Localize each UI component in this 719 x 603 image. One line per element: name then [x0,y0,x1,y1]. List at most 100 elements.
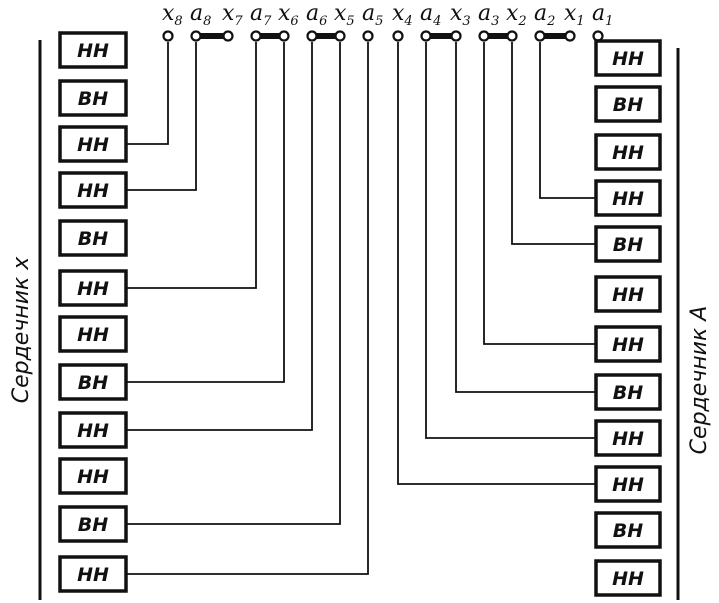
left-coil-label: ВН [78,514,108,536]
right-coil-label: НН [612,334,644,356]
left-coil-hv: ВН [58,219,128,257]
right-coil-label: ВН [613,520,643,542]
left-coil-box [58,505,128,543]
right-coil-label: НН [612,428,644,450]
terminal-x7: x7 [222,1,243,42]
wire-terminal-10 [455,42,596,393]
terminal-circle [392,30,404,42]
right-coil-box [594,419,662,457]
connection-wires [126,42,599,575]
right-coil-box [594,465,662,503]
terminal-x2: x2 [506,1,527,42]
terminal-circle [278,30,290,42]
right-coil-box [594,511,662,549]
right-coil-hv: ВН [594,85,662,123]
right-coil-hv: ВН [594,511,662,549]
terminal-circle [250,30,262,42]
terminal-circle [362,30,374,42]
left-coil-lv: НН [58,457,128,495]
right-coil-label: ВН [613,234,643,256]
terminal-label: x3 [450,1,471,29]
terminal-a8: a8 [190,1,211,42]
left-coil-lv: НН [58,171,128,209]
wire-terminal-6 [126,42,341,525]
right-core-label: Сердечник А [687,306,712,455]
right-coil-box [594,225,662,263]
left-coil-label: НН [77,40,109,62]
right-coil-hv: ВН [594,225,662,263]
terminal-circle [592,30,604,42]
right-coil-lv: НН [594,559,662,597]
terminal-label: a4 [420,1,441,29]
terminal-label: a2 [534,1,555,29]
right-coil-lv: НН [594,275,662,313]
right-coil-lv: НН [594,419,662,457]
left-coil-label: НН [77,324,109,346]
right-coil-label: НН [612,568,644,590]
left-coil-label: ВН [78,88,108,110]
left-coil-label: НН [77,564,109,586]
terminal-x1: x1 [564,1,585,42]
terminal-label: x2 [506,1,527,29]
terminal-label: a8 [190,1,211,29]
terminal-x5: x5 [334,1,355,42]
terminal-circle [190,30,202,42]
left-coil-box [58,457,128,495]
terminal-circle [222,30,234,42]
right-coil-label: НН [612,142,644,164]
left-coil-label: НН [77,278,109,300]
left-coil-box [58,171,128,209]
right-coil-label: НН [612,284,644,306]
left-coil-label: НН [77,134,109,156]
terminal-circle [334,30,346,42]
wire-terminal-8 [397,42,596,485]
terminal-a5: a5 [362,1,383,42]
right-coil-box [594,559,662,597]
terminal-x6: x6 [278,1,299,42]
left-coil-lv: НН [58,125,128,163]
right-core-coils: НН ВН НН НН ВН НН НН ВН НН НН ВН НН [594,39,662,597]
right-coil-label: НН [612,474,644,496]
terminal-circle [306,30,318,42]
right-coil-label: НН [612,48,644,70]
left-coil-label: НН [77,466,109,488]
right-coil-box [594,39,662,77]
terminal-label: x4 [392,1,413,29]
terminal-a3: a3 [478,1,499,42]
right-coil-label: ВН [613,382,643,404]
terminal-circle [506,30,518,42]
terminal-label: x7 [222,1,243,29]
right-coil-lv: НН [594,133,662,171]
terminal-label: x1 [564,1,585,29]
terminal-circle [450,30,462,42]
wire-terminal-3 [126,42,257,289]
right-coil-label: ВН [613,94,643,116]
right-coil-label: НН [612,188,644,210]
left-coil-lv: НН [58,269,128,307]
left-coil-box [58,125,128,163]
right-coil-lv: НН [594,325,662,363]
left-coil-label: НН [77,420,109,442]
core-lines [38,40,680,600]
terminal-x3: x3 [450,1,471,42]
terminal-circle [162,30,174,42]
left-coil-hv: ВН [58,79,128,117]
terminal-a4: a4 [420,1,441,42]
right-coil-lv: НН [594,179,662,217]
terminal-label: a5 [362,1,383,29]
left-coil-box [58,219,128,257]
left-coil-label: ВН [78,372,108,394]
terminal-label: a6 [306,1,327,29]
left-coil-label: ВН [78,228,108,250]
right-coil-box [594,325,662,363]
terminal-label: x8 [162,1,183,29]
left-coil-box [58,411,128,449]
left-coil-lv: НН [58,411,128,449]
left-coil-hv: ВН [58,505,128,543]
terminal-circle [564,30,576,42]
terminal-a6: a6 [306,1,327,42]
left-coil-label: НН [77,180,109,202]
left-coil-box [58,79,128,117]
